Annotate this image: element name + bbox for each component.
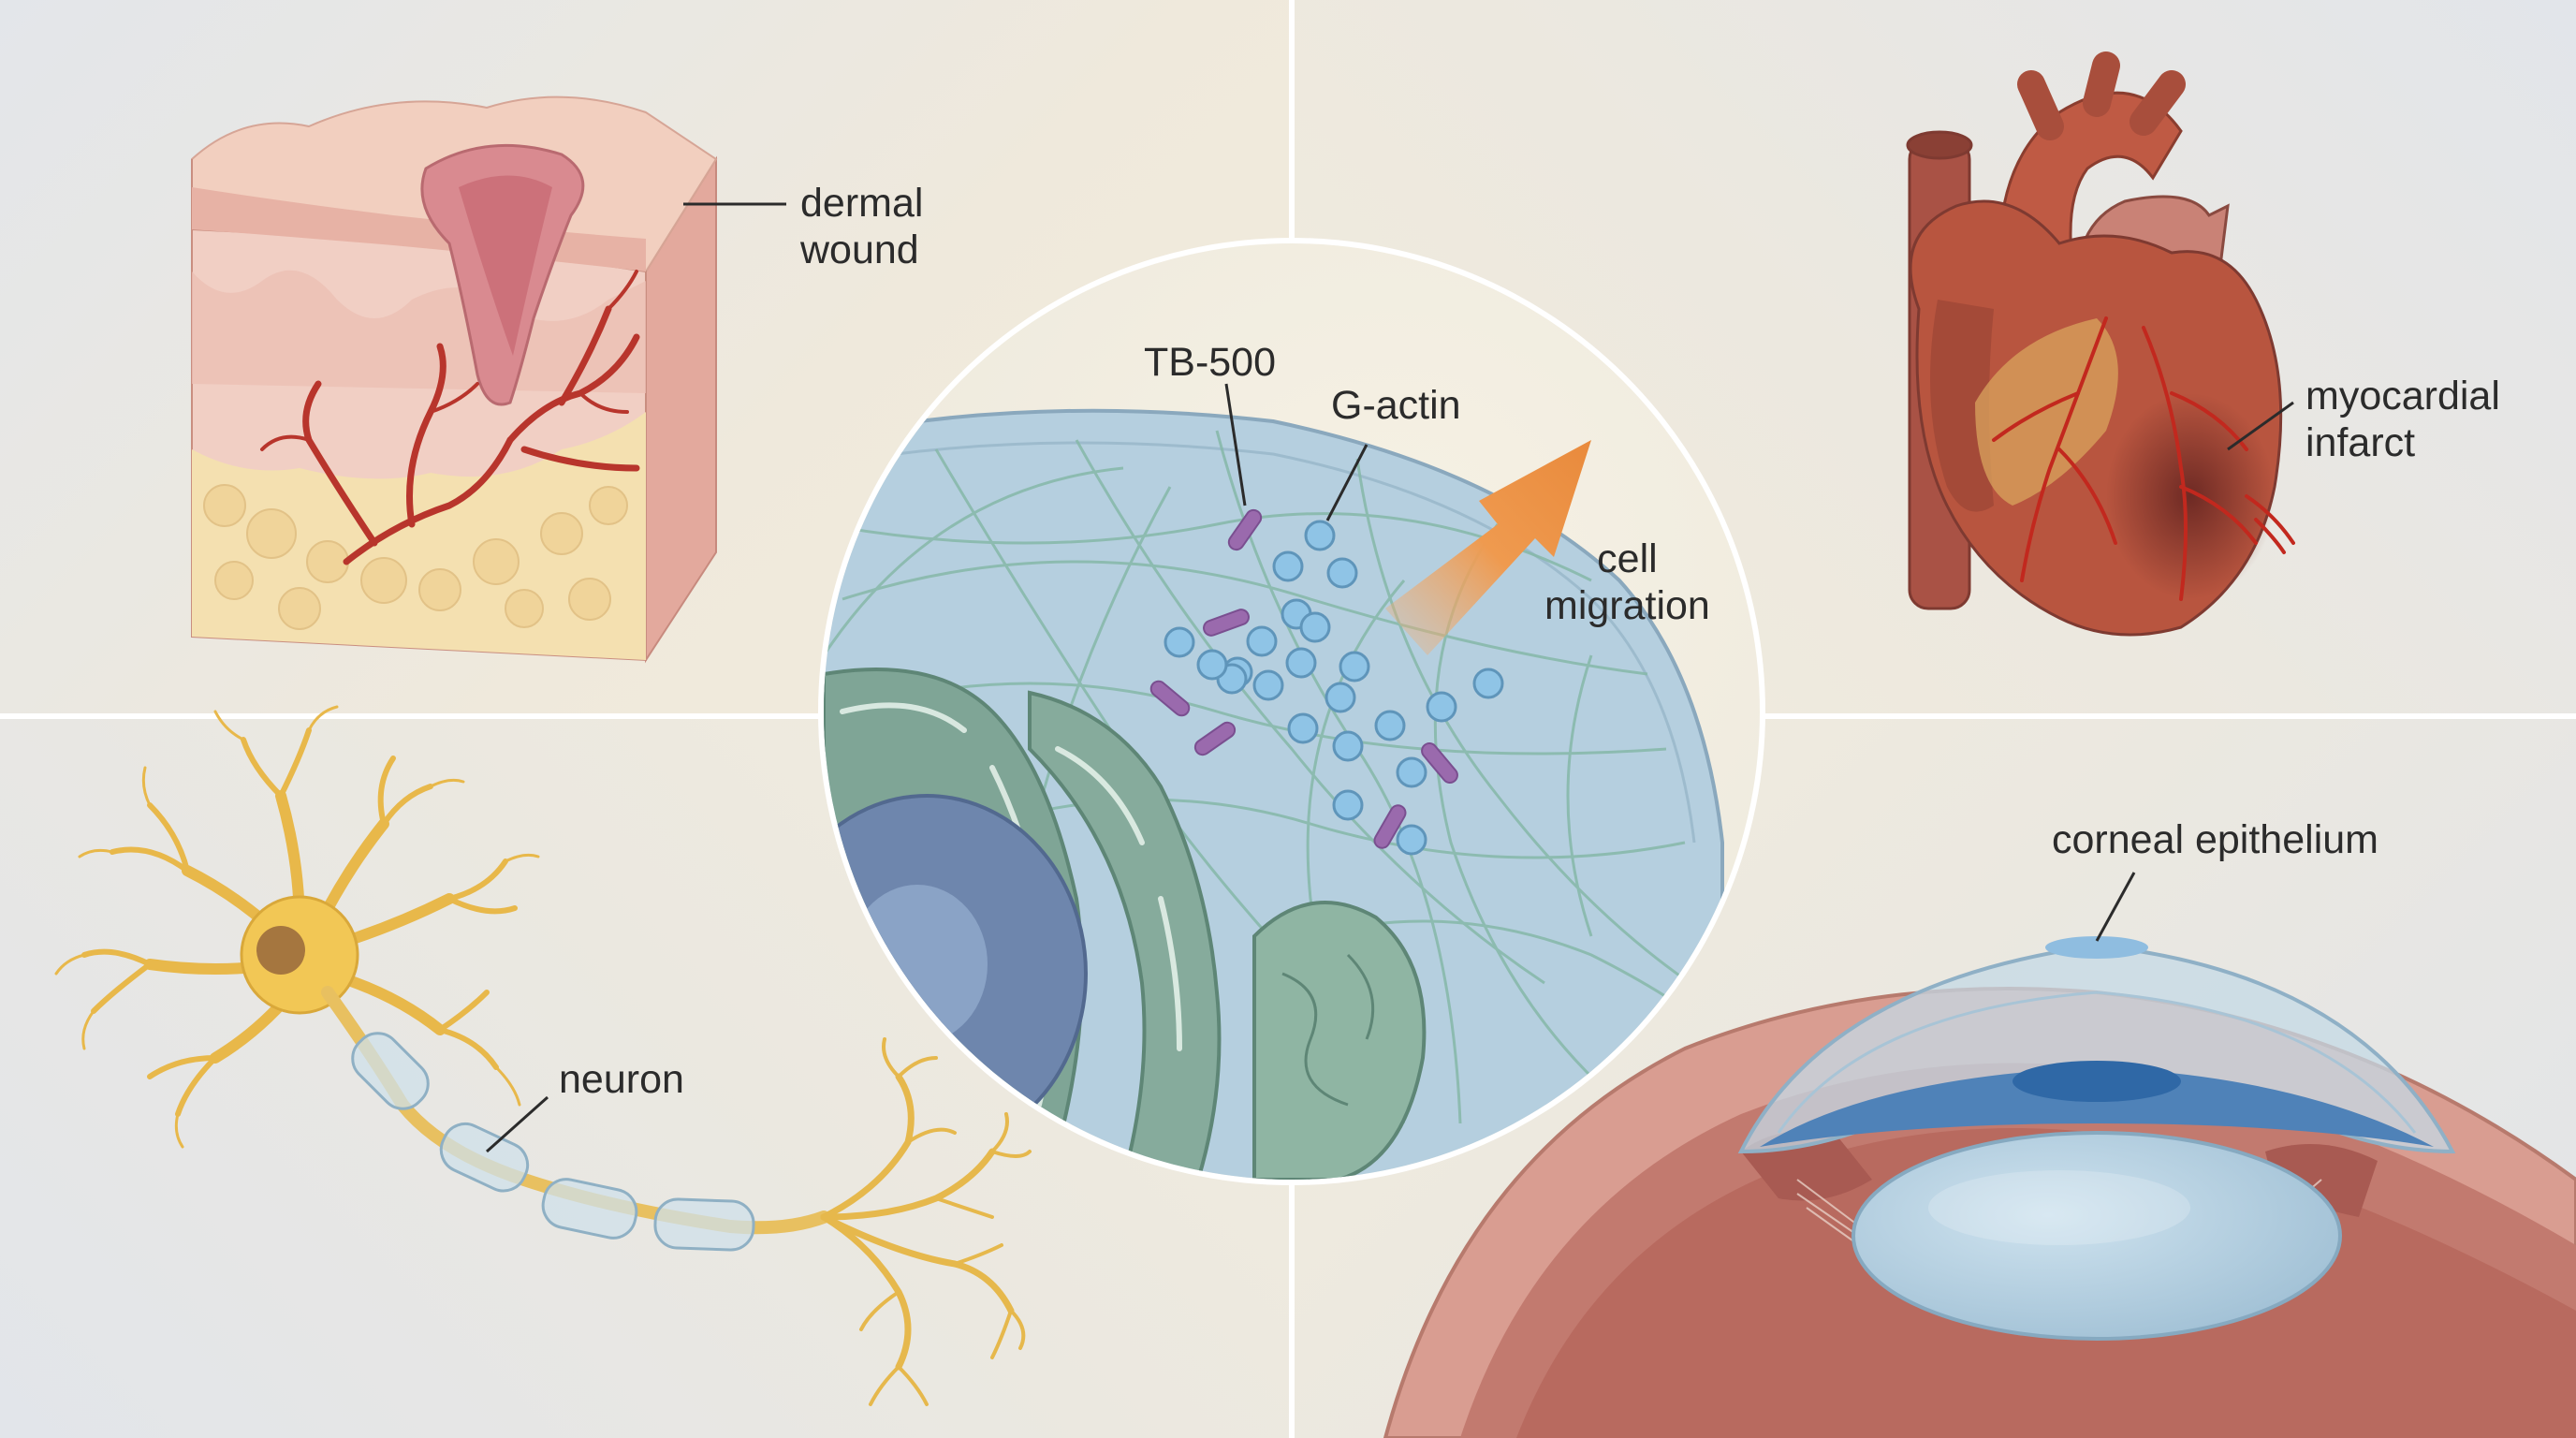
g-actin-monomers	[1164, 520, 1504, 856]
tb500-peptides	[1149, 508, 1458, 849]
label-dermal-wound-line1: dermal	[800, 181, 924, 226]
divider-horizontal-left	[0, 713, 824, 719]
leader-line-neuron	[486, 1095, 549, 1153]
label-dermal-wound: dermal wound	[800, 180, 923, 273]
eye-illustration	[1383, 936, 2576, 1438]
heart-illustration	[1906, 51, 2295, 637]
label-neuron: neuron	[559, 1057, 684, 1102]
label-cell-migration: cell migration	[1544, 536, 1710, 629]
neuron-illustration	[54, 705, 1032, 1406]
divider-vertical-bottom	[1289, 1181, 1295, 1438]
cell-migration-arrow	[1385, 440, 1591, 655]
label-cell-migration-line1: cell	[1597, 536, 1658, 581]
label-dermal-wound-line2: wound	[800, 227, 919, 272]
leader-line-g-actin	[1325, 444, 1368, 521]
label-cell-migration-line2: migration	[1544, 583, 1710, 628]
label-g-actin: G-actin	[1331, 383, 1461, 428]
leader-line-corneal-epithelium	[2095, 872, 2136, 942]
label-corneal-epithelium: corneal epithelium	[2052, 817, 2378, 862]
label-myocardial-infarct-line2: infarct	[2305, 420, 2416, 465]
label-myocardial-infarct: myocardial infarct	[2305, 373, 2500, 466]
divider-horizontal-right	[1752, 713, 2576, 719]
label-myocardial-infarct-line1: myocardial	[2305, 374, 2500, 418]
cell-closeup-illustration	[824, 408, 1724, 1180]
skin-block-illustration	[191, 95, 718, 664]
leader-line-tb500	[1224, 383, 1247, 506]
leader-line-myocardial-infarct	[2227, 401, 2294, 451]
divider-vertical-top	[1289, 0, 1295, 243]
label-tb500: TB-500	[1144, 340, 1277, 385]
